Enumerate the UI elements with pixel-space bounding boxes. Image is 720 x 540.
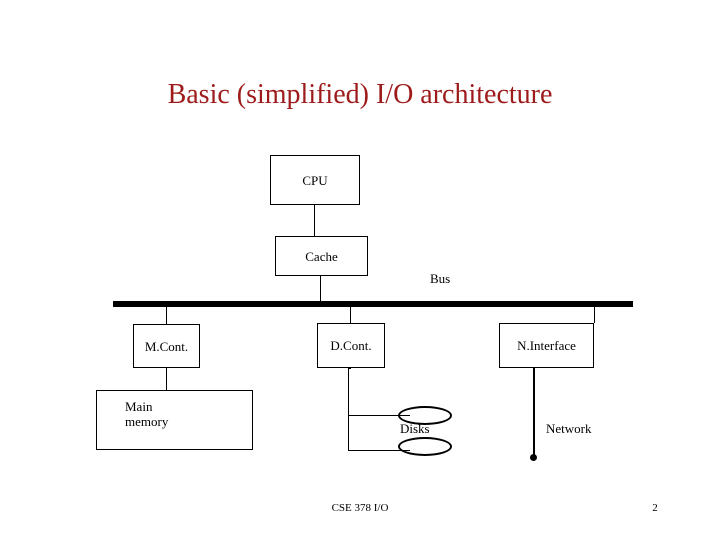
bus-label: Bus (430, 271, 451, 286)
memory-controller-label: M.Cont. (144, 338, 189, 354)
connector-disk-controller-elbow (349, 368, 351, 369)
main-memory-label-line2: memory (125, 414, 169, 429)
cpu-box: CPU (270, 155, 360, 205)
disk-platter-top-icon (398, 406, 452, 425)
page-title: Basic (simplified) I/O architecture (167, 79, 553, 110)
connector-bus-network-interface (594, 307, 595, 323)
cache-label: Cache (305, 248, 338, 264)
bus-bar (113, 301, 633, 307)
cpu-label: CPU (302, 172, 328, 188)
disk-platter-bottom-icon (398, 437, 452, 456)
connector-disk-bottom-branch (348, 450, 410, 451)
disks-label: Disks (400, 421, 430, 436)
network-interface-box: N.Interface (499, 323, 594, 368)
page-number: 2 (652, 502, 658, 514)
network-link-line (533, 368, 535, 458)
connector-disk-top-branch (348, 415, 410, 416)
network-label: Network (546, 421, 592, 436)
cache-box: Cache (275, 236, 368, 276)
disk-controller-box: D.Cont. (317, 323, 385, 368)
footer-course-label: CSE 378 I/O (331, 502, 389, 514)
connector-cache-bus (320, 276, 321, 303)
network-interface-label: N.Interface (517, 338, 576, 353)
main-memory-label-line1: Main (125, 399, 153, 414)
connector-cpu-cache (314, 205, 315, 236)
disk-controller-label: D.Cont. (330, 338, 372, 353)
network-terminator-dot-icon (530, 454, 537, 461)
main-memory-box: Main memory (96, 390, 253, 450)
connector-bus-disk-controller (350, 307, 351, 323)
connector-disks-stem (348, 368, 349, 451)
connector-bus-memory-controller (166, 307, 167, 324)
memory-controller-box: M.Cont. (133, 324, 200, 368)
connector-memory-controller-main-memory (166, 368, 167, 390)
